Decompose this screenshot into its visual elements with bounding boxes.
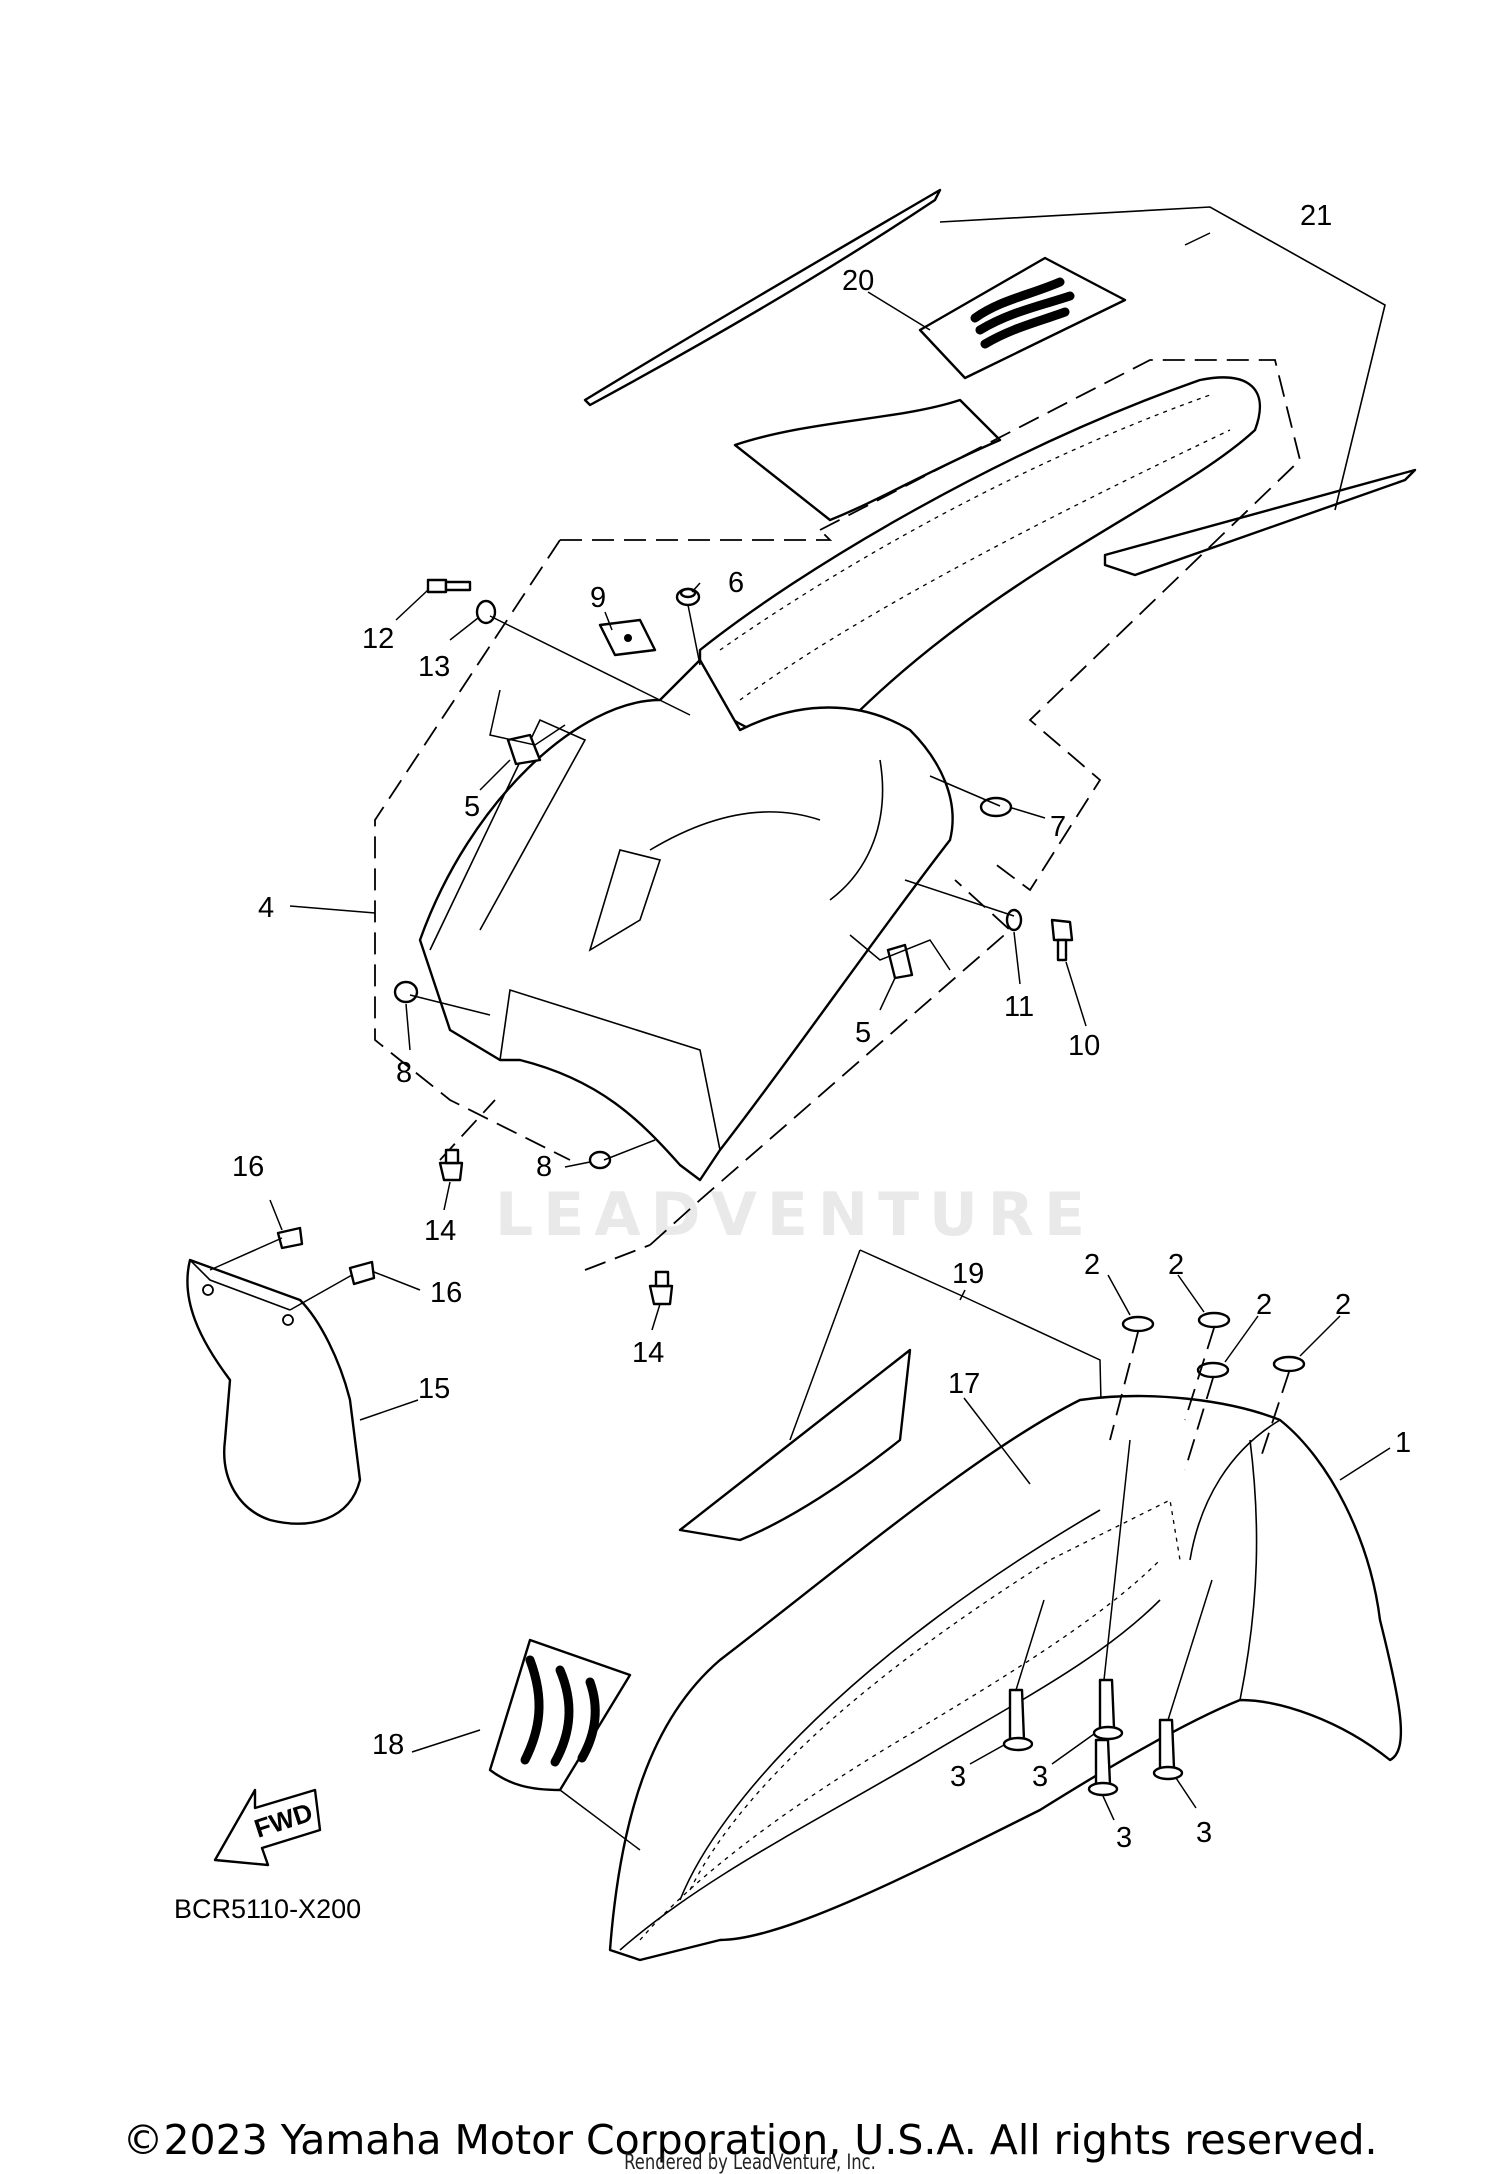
part-16-screw-upper[interactable] <box>276 1226 304 1250</box>
part-3-bolt-d[interactable] <box>1152 1718 1184 1781</box>
leader-3a <box>1015 1599 1045 1691</box>
part-2-grommet-a[interactable] <box>1121 1315 1155 1333</box>
callout-5a[interactable]: 5 <box>464 791 480 823</box>
part-8-grommet-left[interactable] <box>393 980 419 1004</box>
callout-8b[interactable]: 8 <box>536 1151 552 1183</box>
part-2-grommet-b[interactable] <box>1197 1311 1231 1329</box>
callout-6[interactable]: 6 <box>728 567 744 599</box>
diagram-code: BCR5110-X200 <box>174 1894 361 1924</box>
leader-2d <box>1259 1371 1290 1461</box>
callout-4[interactable]: 4 <box>258 892 274 924</box>
callout-7[interactable]: 7 <box>1050 811 1066 843</box>
callout-3b[interactable]: 3 <box>1032 1761 1048 1793</box>
part-13-washer[interactable] <box>475 599 497 625</box>
callout-21[interactable]: 21 <box>1300 200 1332 232</box>
part-14-screw-left[interactable] <box>438 1148 464 1182</box>
callout-19[interactable]: 19 <box>952 1258 984 1290</box>
rendered-by-credit: Rendered by LeadVenture, Inc. <box>624 2150 876 2174</box>
leader-16-lower <box>289 1274 353 1311</box>
callout-3d[interactable]: 3 <box>1196 1817 1212 1849</box>
part-19-front-fender-decal[interactable] <box>678 1348 912 1542</box>
part-8-grommet-right[interactable] <box>588 1150 612 1170</box>
part-1-front-fender[interactable] <box>608 1394 1403 1962</box>
part-21-seat-graphic[interactable] <box>583 188 1417 577</box>
part-12-bolt[interactable] <box>426 578 472 594</box>
callout-16a[interactable]: 16 <box>232 1151 264 1183</box>
callout-12[interactable]: 12 <box>362 623 394 655</box>
part-18-fender-emblem[interactable] <box>488 1638 632 1792</box>
leader-16-upper <box>209 1237 283 1271</box>
leader-3d <box>1167 1579 1213 1721</box>
callout-leaders <box>269 232 1391 1821</box>
part-10-bolt[interactable] <box>1050 918 1074 962</box>
part-2-grommet-d[interactable] <box>1272 1355 1306 1373</box>
part-2-grommet-c[interactable] <box>1196 1361 1230 1379</box>
callout-14a[interactable]: 14 <box>424 1215 456 1247</box>
leader-13 <box>489 615 691 716</box>
callout-10[interactable]: 10 <box>1068 1030 1100 1062</box>
callout-3c[interactable]: 3 <box>1116 1822 1132 1854</box>
callout-1[interactable]: 1 <box>1395 1427 1411 1459</box>
callout-11[interactable]: 11 <box>1004 991 1034 1023</box>
part-7-grommet[interactable] <box>979 796 1013 818</box>
callout-5b[interactable]: 5 <box>855 1017 871 1049</box>
part-3-bolt-c[interactable] <box>1087 1738 1119 1797</box>
rear-fender-dashed-outline <box>374 529 1012 1271</box>
part-11-washer[interactable] <box>1005 908 1023 932</box>
leader-5-upper <box>489 689 566 746</box>
leader-18 <box>559 1789 641 1851</box>
callout-14b[interactable]: 14 <box>632 1337 664 1369</box>
callout-9[interactable]: 9 <box>590 582 606 614</box>
callout-18[interactable]: 18 <box>372 1729 404 1761</box>
callout-17[interactable]: 17 <box>948 1368 980 1400</box>
callout-8a[interactable]: 8 <box>396 1057 412 1089</box>
leader-11 <box>904 879 1015 917</box>
leader-8-right <box>603 1139 656 1161</box>
callout-2c[interactable]: 2 <box>1256 1289 1272 1321</box>
callout-20[interactable]: 20 <box>842 265 874 297</box>
leader-2c <box>1184 1377 1214 1471</box>
leader-2b <box>1184 1327 1215 1421</box>
part-3-bolt-a[interactable] <box>1002 1688 1034 1752</box>
rear-section-dashed-outline <box>819 359 1301 892</box>
callout-3a[interactable]: 3 <box>950 1761 966 1793</box>
watermark-text: LEADVENTURE <box>495 1180 1095 1250</box>
part-15-mud-flap[interactable] <box>186 1258 362 1525</box>
part-6-grommet[interactable] <box>675 587 701 607</box>
callout-2b[interactable]: 2 <box>1168 1249 1184 1281</box>
callout-13[interactable]: 13 <box>418 651 450 683</box>
leader-3b <box>1103 1439 1131 1681</box>
leader-6 <box>687 604 701 666</box>
forward-direction-arrow: FWD <box>213 1788 322 1867</box>
watermark: LEADVENTURE <box>495 964 1095 1250</box>
part-5-nut-clip-upper[interactable] <box>506 733 542 766</box>
callout-15[interactable]: 15 <box>418 1373 450 1405</box>
leader-7 <box>929 775 1001 807</box>
part-9-nut-clip[interactable] <box>598 618 657 657</box>
part-20-seat-emblem[interactable] <box>733 256 1127 522</box>
part-14-screw-right[interactable] <box>648 1270 674 1306</box>
callout-2a[interactable]: 2 <box>1084 1249 1100 1281</box>
leader-5-lower <box>849 934 951 971</box>
exploded-parts-diagram: LEADVENTURE <box>174 188 1417 1962</box>
copyright-notice: ©2023 Yamaha Motor Corporation, U.S.A. A… <box>122 2116 1378 2164</box>
callout-2d[interactable]: 2 <box>1335 1289 1351 1321</box>
callout-labels: 1 2 2 2 2 3 3 3 3 4 5 5 6 7 8 8 9 10 11 … <box>232 200 1411 1854</box>
callout-16b[interactable]: 16 <box>430 1277 462 1309</box>
part-3-bolt-b[interactable] <box>1092 1678 1124 1741</box>
part-5-nut-clip-lower[interactable] <box>886 943 914 980</box>
leader-8-left <box>409 994 491 1016</box>
part-16-screw-lower[interactable] <box>348 1260 376 1286</box>
part-4-rear-fender[interactable] <box>418 658 954 1182</box>
leader-2a <box>1109 1331 1139 1441</box>
